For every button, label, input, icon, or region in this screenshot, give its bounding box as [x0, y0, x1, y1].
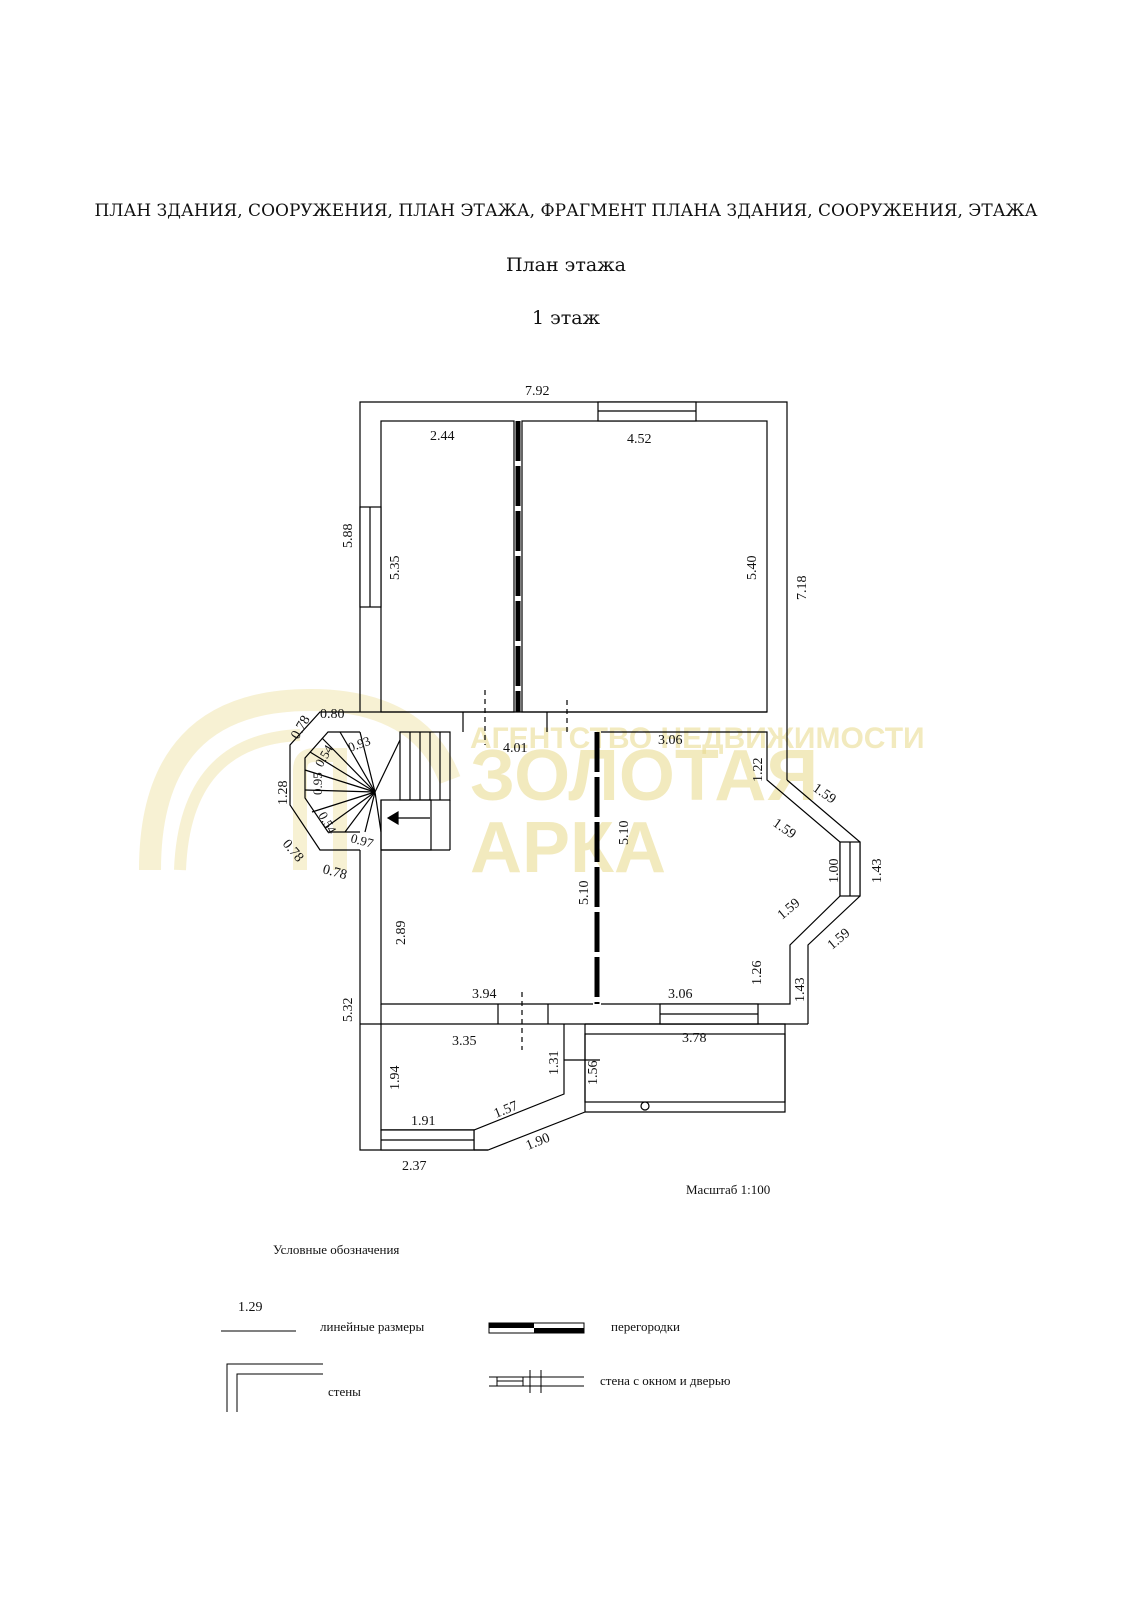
dim-label: 3.06 — [658, 733, 683, 748]
partitions — [515, 421, 600, 1004]
dim-label: 5.10 — [617, 821, 632, 846]
dim-label: 5.40 — [745, 556, 760, 581]
dim-label: 5.10 — [577, 881, 592, 906]
legend-walls-label: стены — [328, 1384, 361, 1399]
dim-label: 3.06 — [668, 987, 693, 1002]
dim-label: 1.56 — [586, 1061, 601, 1086]
legend-window-door-symbol — [489, 1370, 584, 1393]
dim-label: 3.35 — [452, 1034, 477, 1049]
scale-label: Масштаб 1:100 — [686, 1182, 770, 1197]
dim-label: 1.43 — [793, 978, 808, 1003]
dim-label: 0.97 — [349, 830, 375, 851]
dim-label: 0.95 — [310, 772, 325, 795]
dim-label: 1.28 — [276, 781, 291, 806]
dim-label: 7.18 — [795, 576, 810, 601]
watermark-zolotaya: ЗОЛОТАЯ — [470, 736, 818, 816]
dim-label: 1.57 — [492, 1099, 520, 1122]
dim-label: 1.31 — [547, 1051, 562, 1076]
floor-label: 1 этаж — [531, 307, 601, 329]
document-title: ПЛАН ЗДАНИЯ, СООРУЖЕНИЯ, ПЛАН ЭТАЖА, ФРА… — [94, 201, 1038, 221]
dim-label: 5.32 — [341, 998, 356, 1023]
dim-label: 2.89 — [394, 921, 409, 946]
walls — [289, 401, 861, 1151]
dim-label: 0.78 — [288, 713, 313, 742]
dim-label: 2.37 — [402, 1159, 427, 1174]
dim-label: 5.35 — [388, 556, 403, 581]
dim-label: 1.00 — [827, 859, 842, 884]
dim-label: 3.78 — [682, 1031, 707, 1046]
dim-label: 1.59 — [770, 816, 799, 842]
legend-title: Условные обозначения — [273, 1242, 399, 1257]
dim-label: 5.88 — [341, 524, 356, 549]
watermark-arka: АРКА — [470, 808, 666, 888]
dim-label: 1.91 — [411, 1114, 436, 1129]
dim-label: 1.94 — [388, 1066, 403, 1091]
dim-label: 0.80 — [320, 707, 345, 722]
dim-label: 1.59 — [775, 896, 803, 923]
dim-label: 1.22 — [751, 758, 766, 783]
dim-label: 7.92 — [525, 384, 550, 399]
dim-label: 2.44 — [430, 429, 455, 444]
dim-label: 0.78 — [321, 862, 349, 883]
dim-label: 3.94 — [472, 987, 497, 1002]
dim-label: 1.43 — [870, 859, 885, 884]
dim-label: 1.26 — [750, 961, 765, 986]
dim-label: 1.59 — [825, 926, 853, 953]
legend-partitions-label: перегородки — [611, 1319, 680, 1334]
legend-partition-symbol — [488, 1322, 585, 1334]
watermark-agency: АГЕНТСТВО НЕДВИЖИМОСТИ — [470, 722, 925, 755]
legend-sample-value: 1.29 — [238, 1300, 263, 1315]
dim-label: 0.93 — [346, 733, 373, 755]
legend-wall-symbol — [226, 1363, 323, 1412]
legend-linear-label: линейные размеры — [320, 1319, 425, 1334]
dim-label: 4.01 — [503, 741, 528, 756]
plan-subtitle: План этажа — [506, 254, 626, 276]
legend-window-door-label: стена с окном и дверью — [600, 1373, 731, 1388]
dim-label: 4.52 — [627, 432, 652, 447]
legend: Условные обозначения 1.29 линейные разме… — [221, 1242, 731, 1412]
watermark-logo: АГЕНТСТВО НЕДВИЖИМОСТИ ЗОЛОТАЯ АРКА — [139, 688, 925, 888]
